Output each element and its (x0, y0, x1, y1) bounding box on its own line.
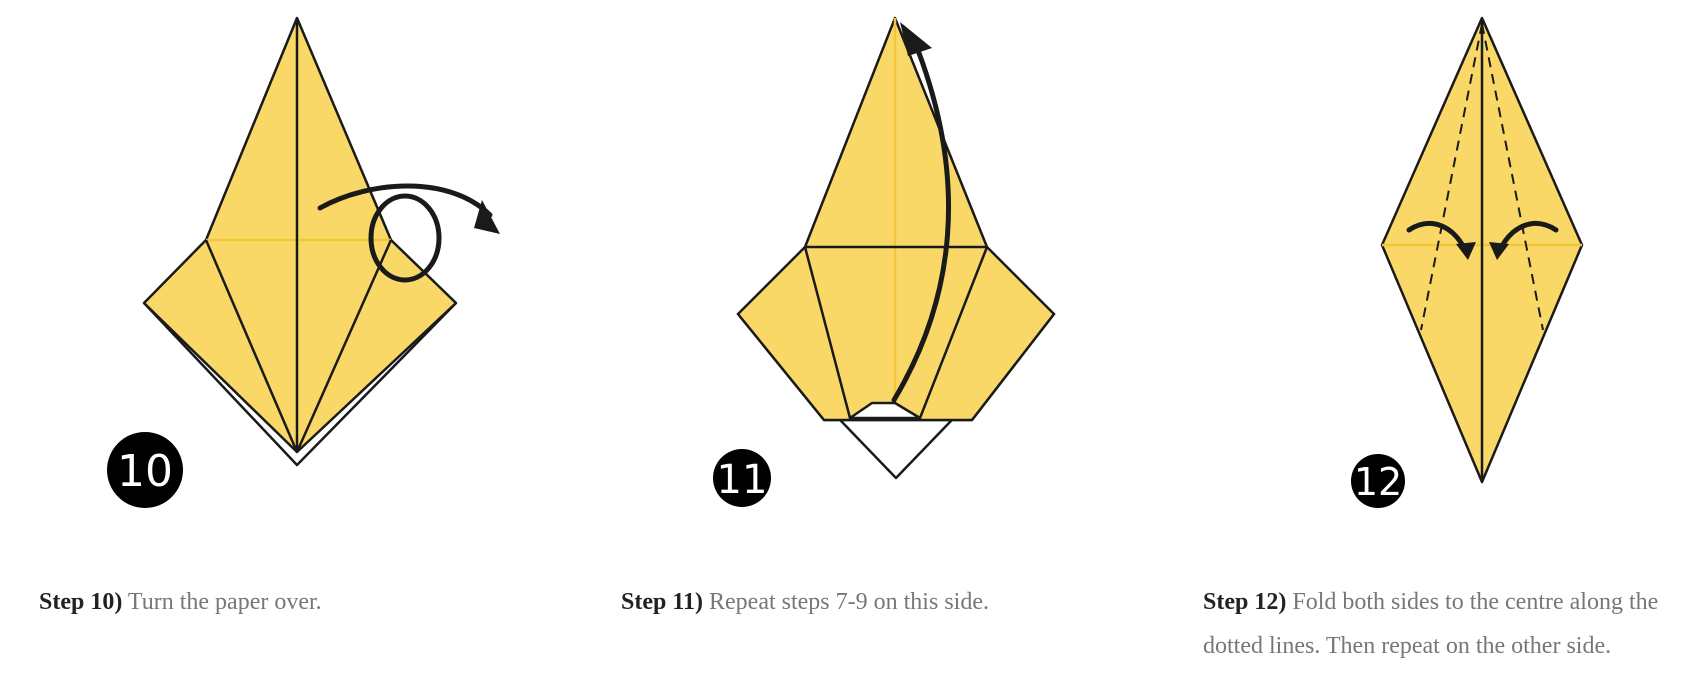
turn-over-arrow-icon (317, 183, 500, 283)
step-number-badge: 11 (713, 449, 771, 507)
dotted-fold-lines (1420, 23, 1544, 331)
paper-model (1380, 16, 1584, 484)
paper-shape (142, 16, 458, 454)
svg-text:11: 11 (717, 457, 768, 503)
fold-to-centre-arrows-icon (1406, 221, 1559, 260)
svg-text:12: 12 (1354, 460, 1402, 504)
step-label: Step 11) (621, 589, 704, 615)
step-text: Repeat steps 7-9 on this side. (709, 589, 989, 615)
step-caption: Step 12) Fold both sides to the centre a… (1203, 580, 1701, 668)
step-10-diagram: 10 (107, 16, 500, 508)
step-caption: Step 10) Turn the paper over. (39, 580, 322, 624)
svg-text:10: 10 (117, 446, 173, 497)
step-number-badge: 12 (1351, 454, 1405, 508)
step-label: Step 10) (39, 589, 123, 615)
paper-model (142, 16, 458, 467)
step-caption: Step 11) Repeat steps 7-9 on this side. (621, 580, 989, 624)
step-text: Fold both sides to the centre along the … (1203, 589, 1659, 659)
step-11-diagram: 11 (713, 16, 1056, 507)
paper-model (736, 16, 1056, 480)
step-text: Turn the paper over. (127, 589, 322, 615)
fold-up-arrow-icon (891, 22, 951, 403)
step-number-badge: 10 (107, 432, 183, 508)
step-12-diagram: 12 (1351, 16, 1584, 508)
step-10: 10 Step 10) Turn the paper over. (0, 0, 567, 691)
step-label: Step 12) (1203, 589, 1287, 615)
step-11: 11 Step 11) Repeat steps 7-9 on this sid… (582, 0, 1149, 691)
step-12: 12 Step 12) Fold both sides to the centr… (1164, 0, 1701, 691)
